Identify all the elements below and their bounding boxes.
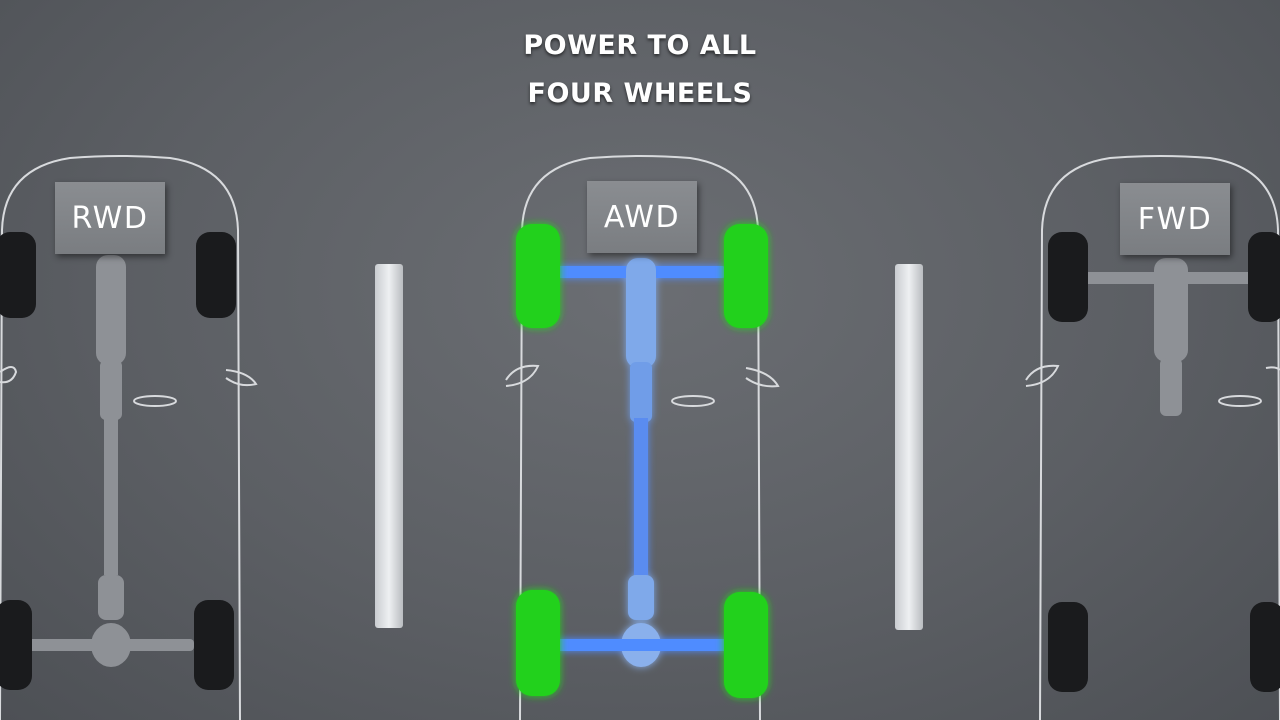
wheel-front-left-awd xyxy=(516,224,560,328)
wheel-front-left-fwd xyxy=(1048,232,1088,322)
divider-right xyxy=(895,264,923,630)
mirror-left-fwd xyxy=(1025,364,1060,387)
handle-fwd xyxy=(1218,395,1262,407)
headline: POWER TO ALL FOUR WHEELS xyxy=(440,22,840,118)
mirror-left-awd xyxy=(505,364,540,387)
wheel-rear-left-fwd xyxy=(1048,602,1088,692)
car-outline-fwd xyxy=(1039,155,1280,720)
label-rwd: RWD xyxy=(55,182,165,254)
driveshaft-awd xyxy=(626,258,656,368)
wheel-front-right-rwd xyxy=(196,232,236,318)
car-outline-rwd xyxy=(0,155,241,720)
label-fwd: FWD xyxy=(1120,183,1230,255)
wheel-front-right-awd xyxy=(724,224,768,328)
car-fwd xyxy=(1025,155,1280,720)
axle-rear-rwd xyxy=(24,639,194,651)
mirror-right-awd xyxy=(745,367,780,388)
driveshaft-rwd xyxy=(96,255,126,365)
driveshaft-fwd xyxy=(1154,258,1188,362)
mirror-right-rwd xyxy=(225,369,258,387)
divider-left xyxy=(375,264,403,628)
wheel-rear-right-awd xyxy=(724,592,768,698)
handle-awd xyxy=(671,395,715,407)
wheel-front-right-fwd xyxy=(1248,232,1280,322)
car-outline-awd xyxy=(519,155,761,720)
headline-line-1: POWER TO ALL xyxy=(523,30,757,61)
wheel-rear-left-rwd xyxy=(0,600,32,690)
headline-line-2: FOUR WHEELS xyxy=(527,78,753,109)
wheel-front-left-rwd xyxy=(0,232,36,318)
mirror-right-fwd xyxy=(1265,366,1280,371)
car-rwd xyxy=(0,155,258,720)
handle-rwd xyxy=(133,395,177,407)
wheel-rear-left-awd xyxy=(516,590,560,696)
label-awd: AWD xyxy=(587,181,697,253)
wheel-rear-right-rwd xyxy=(194,600,234,690)
mirror-left-rwd xyxy=(0,366,18,384)
axle-rear-awd xyxy=(556,639,728,651)
wheel-rear-right-fwd xyxy=(1250,602,1280,692)
car-awd xyxy=(505,155,780,720)
